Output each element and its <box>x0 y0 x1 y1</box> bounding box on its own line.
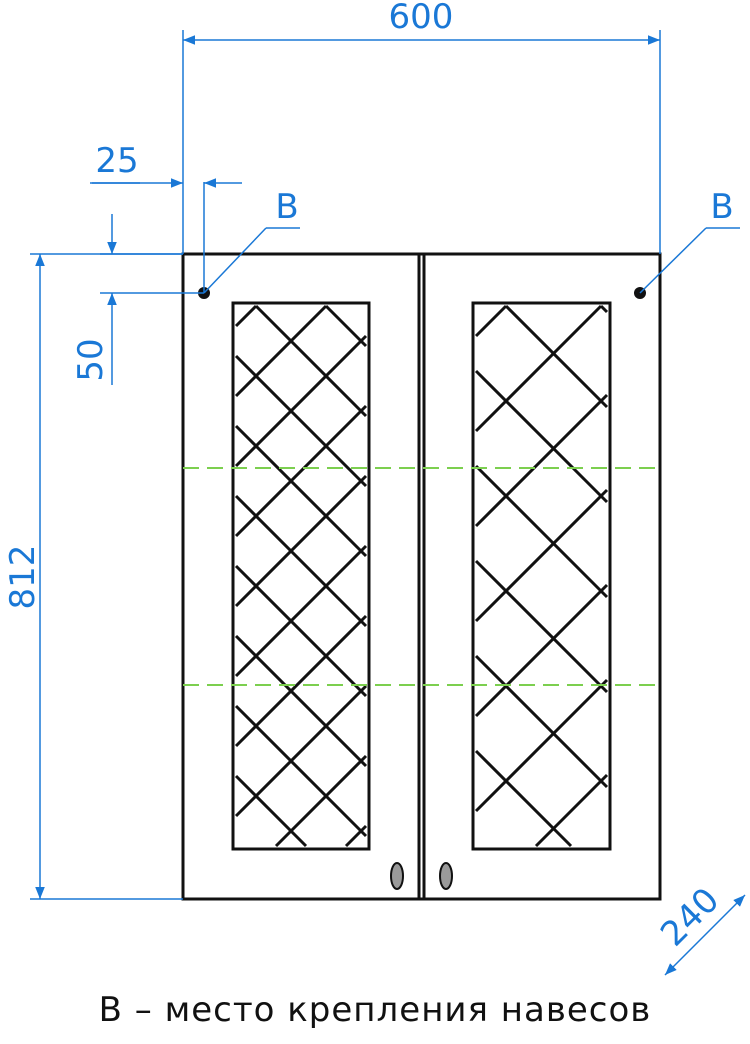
right-lattice-bar <box>474 304 508 338</box>
left-lattice-bar <box>234 494 368 628</box>
left-lattice-bar <box>234 614 368 748</box>
right-marker-label: B <box>710 187 733 227</box>
right-lattice <box>474 304 609 848</box>
caption: В – место крепления навесов <box>98 990 652 1030</box>
left-lattice <box>234 304 368 848</box>
left-lattice-bar <box>344 824 368 848</box>
left-lattice-bar <box>234 424 368 558</box>
right-lattice-bar <box>474 488 609 623</box>
right-lattice-bar <box>474 678 609 813</box>
left-lattice-bar <box>274 754 368 848</box>
left-lattice-bar <box>234 304 258 328</box>
right-lattice-bar <box>474 393 609 528</box>
left-marker-label: B <box>275 187 298 227</box>
right-marker-leader <box>639 227 740 294</box>
right-lattice-bar <box>474 559 609 694</box>
height-label: 812 <box>3 545 43 610</box>
depth-dimension <box>664 894 746 976</box>
left-lattice-bar <box>234 404 368 538</box>
left-lattice-bar <box>254 304 368 418</box>
depth-label: 240 <box>653 880 727 954</box>
cabinet-body <box>181 252 662 901</box>
left-glass-panel <box>231 301 371 851</box>
hanger-x-offset-dimension <box>90 178 242 293</box>
left-lattice-bar <box>234 634 368 768</box>
left-marker-leader <box>203 227 300 294</box>
right-lattice-bar <box>474 369 609 504</box>
right-lattice-bar <box>474 749 573 848</box>
left-lattice-bar <box>324 304 368 348</box>
hanger-x-offset-label: 25 <box>95 141 138 181</box>
left-lattice-bar <box>234 334 368 468</box>
right-glass-panel <box>471 301 612 851</box>
right-lattice-bar <box>599 304 609 314</box>
left-lattice-bar <box>234 474 368 608</box>
width-dimension <box>182 30 661 254</box>
left-lattice-bar <box>234 684 368 818</box>
hanger-y-offset-dimension <box>100 214 204 385</box>
height-dimension <box>30 253 183 900</box>
cabinet-outline <box>181 252 662 901</box>
hanger-y-offset-label: 50 <box>71 338 111 381</box>
left-lattice-bar <box>234 304 328 398</box>
left-lattice-bar <box>234 354 368 488</box>
width-label: 600 <box>389 0 454 37</box>
left-door-handle <box>390 862 404 890</box>
right-door-handle <box>439 862 453 890</box>
right-lattice-bar <box>474 583 609 718</box>
right-lattice-bar <box>534 773 609 848</box>
right-lattice-bar <box>504 304 609 409</box>
right-lattice-bar <box>474 654 609 789</box>
right-lattice-bar <box>474 464 609 599</box>
right-lattice-bar <box>474 304 603 433</box>
left-lattice-bar <box>234 704 368 838</box>
left-lattice-bar <box>234 774 308 848</box>
left-lattice-bar <box>234 564 368 698</box>
left-lattice-bar <box>234 544 368 678</box>
